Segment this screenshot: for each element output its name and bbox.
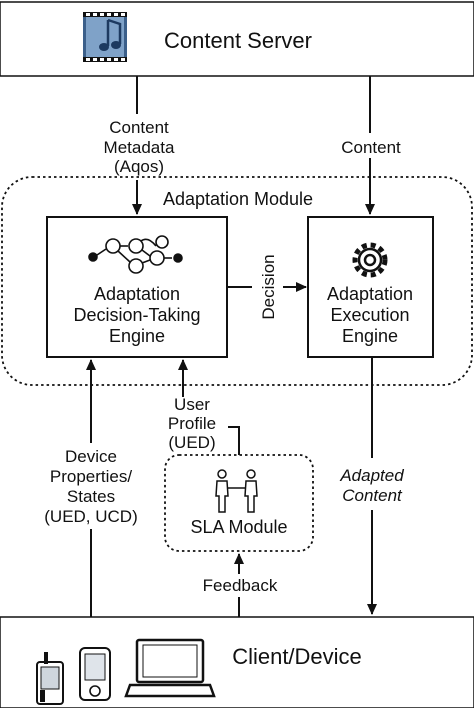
client-device-label: Client/Device — [232, 644, 362, 669]
user-profile-arrow — [178, 359, 240, 455]
execution-engine-line-2: Execution — [330, 305, 409, 325]
decision-engine-line-3: Engine — [109, 326, 165, 346]
state-graph-icon — [88, 235, 183, 274]
device-properties-line-4: (UED, UCD) — [44, 507, 138, 526]
content-label: Content — [341, 138, 401, 157]
handshake-icon — [215, 469, 258, 513]
device-properties-line-2: Properties/ — [50, 467, 132, 486]
feedback-label: Feedback — [203, 576, 278, 595]
sla-module: SLA Module — [164, 454, 314, 552]
execution-engine-box: Adaptation Execution Engine — [307, 216, 434, 358]
sla-module-label: SLA Module — [190, 517, 287, 537]
adaptation-module-label: Adaptation Module — [163, 189, 313, 209]
laptop-icon — [124, 638, 216, 698]
decision-label: Decision — [259, 254, 278, 319]
metadata-label-line-1: Content — [109, 118, 169, 137]
adapted-content-line-2: Content — [342, 486, 403, 505]
metadata-label-line-3: (Aqos) — [114, 157, 164, 176]
user-profile-line-1: User — [174, 395, 210, 414]
device-properties-line-1: Device — [65, 447, 117, 466]
device-properties-line-3: States — [67, 487, 115, 506]
phone-icon — [36, 652, 64, 705]
decision-taking-engine-box: Adaptation Decision-Taking Engine — [46, 216, 228, 358]
content-server-label: Content Server — [164, 28, 312, 53]
execution-engine-line-3: Engine — [342, 326, 398, 346]
gear-icon — [352, 242, 388, 278]
decision-engine-line-2: Decision-Taking — [73, 305, 200, 325]
adapted-content-line-1: Adapted — [339, 466, 404, 485]
content-server-box: Content Server — [0, 1, 474, 77]
pda-icon — [79, 647, 111, 701]
execution-engine-line-1: Adaptation — [327, 284, 413, 304]
user-profile-line-3: (UED) — [168, 433, 215, 452]
decision-engine-line-1: Adaptation — [94, 284, 180, 304]
film-music-icon — [83, 12, 127, 62]
metadata-label-line-2: Metadata — [104, 138, 175, 157]
user-profile-line-2: Profile — [168, 414, 216, 433]
adaptation-module: Adaptation Module — [1, 176, 473, 386]
client-device-box: Client/Device — [0, 616, 474, 708]
